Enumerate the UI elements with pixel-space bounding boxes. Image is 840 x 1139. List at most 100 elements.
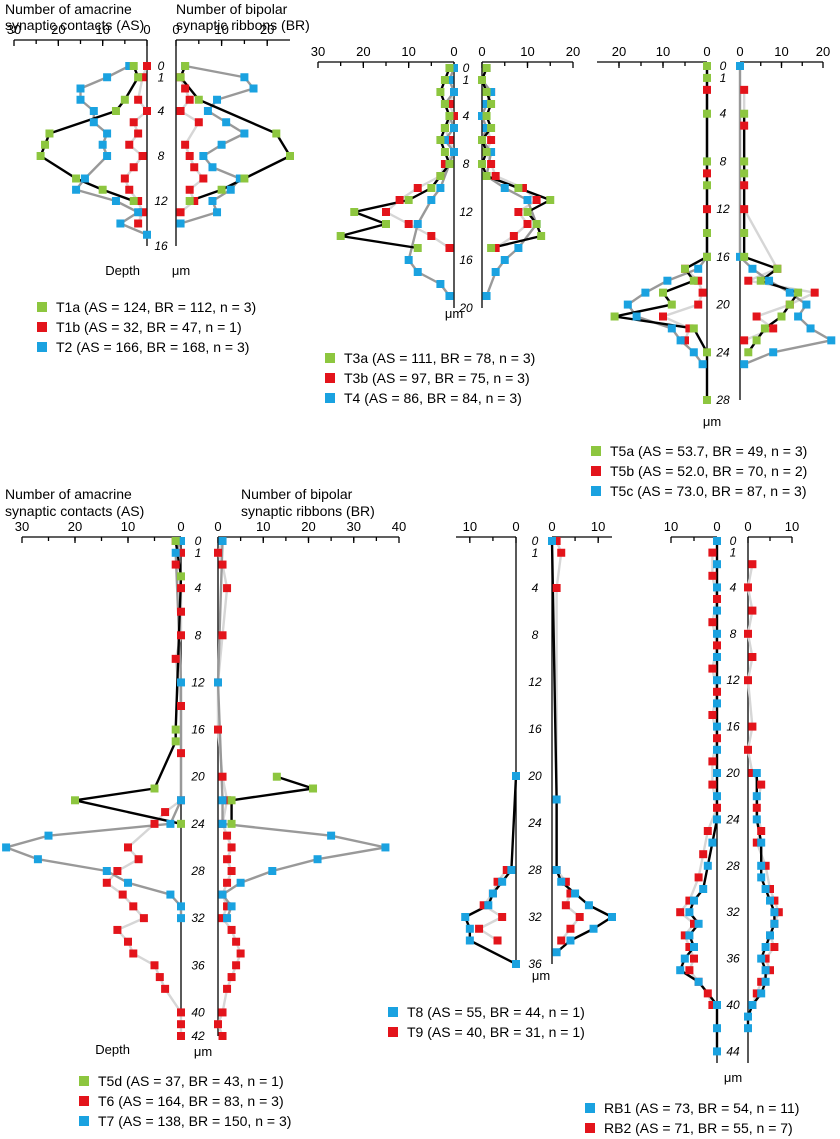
- data-point-as-t5a: [689, 276, 698, 285]
- data-point-br-t6: [227, 925, 236, 934]
- data-point-br-t1a: [272, 129, 281, 138]
- data-point-as-t5c: [641, 288, 650, 297]
- data-point-br-rb2: [774, 908, 783, 917]
- data-point-br-t7: [223, 914, 232, 923]
- br-tick-label: 0: [736, 44, 743, 59]
- data-point-br-t3b: [491, 244, 500, 252]
- depth-tick-label: 36: [191, 958, 205, 972]
- data-point-as-t5a: [703, 181, 711, 190]
- data-point-br-t7: [381, 843, 390, 852]
- data-point-br-t1a: [240, 174, 249, 183]
- data-point-as-t5a: [681, 264, 689, 273]
- as-axis-title-line2: synaptic contacts (AS): [5, 17, 144, 33]
- data-point-as-t3a: [436, 88, 445, 96]
- data-point-as-t1a: [41, 140, 50, 149]
- data-point-br-t3a: [487, 244, 496, 252]
- data-point-br-t3a: [523, 208, 532, 216]
- br-tick-label: 10: [214, 22, 228, 37]
- data-point-br-t5c: [827, 336, 836, 345]
- data-point-as-rb1: [713, 1024, 721, 1033]
- data-point-br-t1b: [194, 118, 203, 127]
- data-point-br-t3a: [537, 232, 546, 240]
- data-point-as-t9: [493, 936, 502, 945]
- data-point-as-t6: [177, 1020, 185, 1029]
- as-tick-label: 10: [401, 44, 415, 59]
- series-line-as-t3a: [339, 67, 451, 250]
- data-point-as-rb1: [690, 943, 698, 951]
- data-point-br-t7: [268, 867, 277, 875]
- data-point-br-t5d: [227, 819, 236, 828]
- data-point-br-t3a: [478, 160, 486, 168]
- data-point-as-t7: [2, 843, 11, 852]
- data-point-as-t2: [76, 95, 85, 104]
- data-point-as-t5a: [703, 73, 711, 82]
- data-point-br-t2: [213, 95, 222, 104]
- data-point-as-t6: [113, 925, 122, 934]
- data-point-as-t7: [102, 867, 111, 875]
- data-point-br-t5c: [802, 300, 811, 309]
- legend-swatch-t3a: [325, 353, 335, 363]
- data-point-as-rb2: [690, 954, 698, 963]
- data-point-br-t9: [561, 901, 570, 910]
- data-point-br-t6: [223, 902, 232, 911]
- depth-tick-label: 16: [726, 720, 740, 734]
- depth-tick-label: 28: [725, 859, 740, 873]
- data-point-as-t6: [113, 867, 122, 875]
- data-point-br-t7: [313, 855, 322, 864]
- legend-swatch-rb1: [585, 1103, 595, 1113]
- data-point-as-rb2: [708, 618, 717, 627]
- legend-entry-t9: T9 (AS = 40, BR = 31, n = 1): [407, 1024, 585, 1040]
- data-point-as-t7: [171, 548, 180, 557]
- data-point-br-t5c: [769, 348, 778, 357]
- depth-tick-label: 20: [725, 766, 740, 780]
- data-point-br-t7: [236, 878, 245, 887]
- data-point-br-t5b: [810, 288, 819, 297]
- depth-tick-label: 1: [195, 546, 202, 560]
- data-point-br-t5b: [740, 85, 749, 94]
- depth-tick-label: 8: [463, 157, 470, 171]
- depth-tick-label: 12: [716, 202, 730, 216]
- data-point-as-rb2: [680, 931, 689, 940]
- data-point-as-t5b: [703, 85, 711, 94]
- data-point-br-t6: [214, 1020, 222, 1029]
- depth-tick-label: 36: [528, 957, 542, 971]
- depth-tick-label: 20: [527, 769, 542, 783]
- series-line-as-t6: [105, 540, 183, 1036]
- data-point-br-t5a: [773, 264, 782, 273]
- data-point-br-t5c: [740, 360, 749, 369]
- data-point-as-rb2: [708, 711, 717, 719]
- data-point-br-rb1: [770, 919, 779, 928]
- data-point-as-t6: [171, 654, 180, 663]
- data-point-as-t1b: [134, 219, 143, 228]
- data-point-as-t5a: [703, 348, 711, 357]
- br-tick-label: 0: [478, 44, 485, 59]
- data-point-br-rb2: [744, 583, 752, 592]
- data-point-as-t6: [102, 878, 111, 887]
- data-point-br-t3a: [478, 136, 486, 144]
- data-point-as-rb1: [713, 537, 721, 545]
- data-point-br-t1a: [217, 185, 226, 194]
- data-point-br-t3b: [491, 172, 500, 180]
- depth-tick-label: 0: [532, 534, 539, 548]
- legend-entry-t5c: T5c (AS = 73.0, BR = 87, n = 3): [610, 483, 807, 499]
- depth-tick-label: 8: [195, 628, 202, 642]
- data-point-br-t6: [214, 548, 222, 557]
- data-point-as-t2: [76, 84, 85, 93]
- data-point-as-t8: [498, 877, 507, 886]
- data-point-as-t1b: [138, 208, 147, 217]
- data-point-as-t5c: [676, 336, 685, 345]
- depth-tick-label: 0: [720, 59, 727, 73]
- legend-swatch-t8: [388, 1007, 398, 1017]
- data-point-br-t4: [482, 100, 491, 108]
- data-point-as-t1a: [129, 197, 138, 205]
- data-point-as-t3a: [440, 100, 449, 108]
- data-point-as-t1b: [120, 174, 129, 183]
- data-point-as-t7: [166, 890, 175, 899]
- data-point-as-t5c: [698, 360, 707, 369]
- data-point-as-t3b: [395, 196, 404, 204]
- legend-swatch-t7: [79, 1116, 89, 1126]
- data-point-br-t8: [552, 795, 561, 804]
- data-point-br-rb2: [748, 653, 757, 661]
- data-point-as-t5c: [623, 300, 632, 309]
